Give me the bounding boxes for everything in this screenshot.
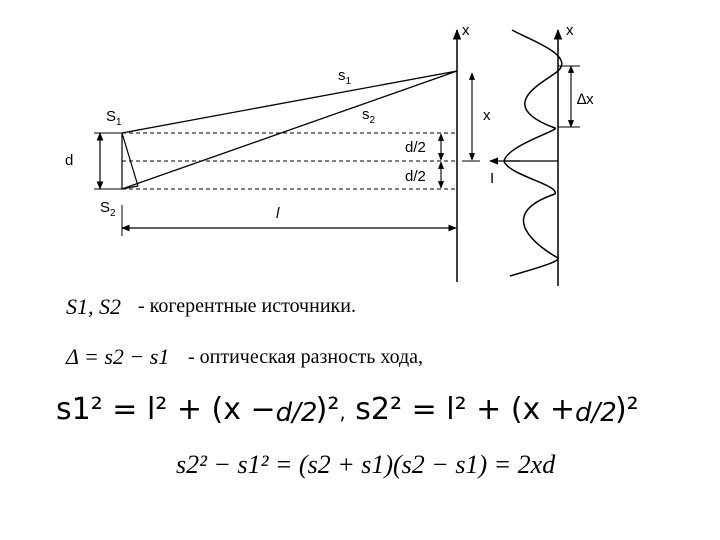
d-label: d (65, 152, 73, 169)
ray-s2 (121, 70, 458, 190)
fraction-d-half-2-text: d/2 (574, 398, 617, 428)
s2-path-label: s2 (362, 106, 376, 126)
d-half-bottom-label: d/2 (405, 168, 426, 185)
fringe-spacing-label: ∆x (577, 91, 594, 108)
equation-s1-right: )² (315, 392, 340, 427)
x-axis-label-screen: x (462, 22, 470, 39)
equation-separator: , (339, 400, 346, 424)
equation-difference: s2² − s1² = (s2 + s1)(s2 − s1) = 2xd (176, 450, 556, 479)
intensity-label: I (490, 170, 494, 187)
x-coord-label: x (483, 107, 491, 124)
fraction-d-half-2: d/2 (574, 394, 617, 428)
ray-s1 (121, 70, 458, 134)
equation-s1-left: s1² = l² + (x − (56, 392, 276, 427)
equation-s2-left: s2² = l² + (x + (355, 392, 575, 427)
sources-symbols: S1, S2 (66, 294, 121, 319)
fraction-d-half-1: d/2 (275, 394, 318, 428)
equation-s1: s1² = l² + (x −d/2)², s2² = l² + (x +d/2… (56, 392, 639, 428)
source1-label: S1 (106, 108, 122, 128)
sources-description: - когерентные источники. (138, 295, 356, 317)
x-axis-label-pattern: x (566, 22, 574, 39)
intensity-curve (503, 29, 563, 277)
path-difference-line-1 (121, 132, 139, 187)
d-half-top-label: d/2 (405, 139, 426, 156)
l-distance-label: l (276, 205, 280, 222)
fraction-d-half-1-text: d/2 (275, 398, 318, 428)
equation-s2-right: )² (614, 392, 639, 427)
source2-label: S2 (100, 199, 116, 219)
path-difference-formula: Δ = s2 − s1 (66, 344, 170, 369)
interference-diagram: x x s1 s2 S1 S2 d d/2 d/2 x l ∆x I (65, 22, 594, 286)
s1-path-label: s1 (338, 67, 352, 87)
path-difference-description: - оптическая разность хода, (188, 346, 424, 368)
